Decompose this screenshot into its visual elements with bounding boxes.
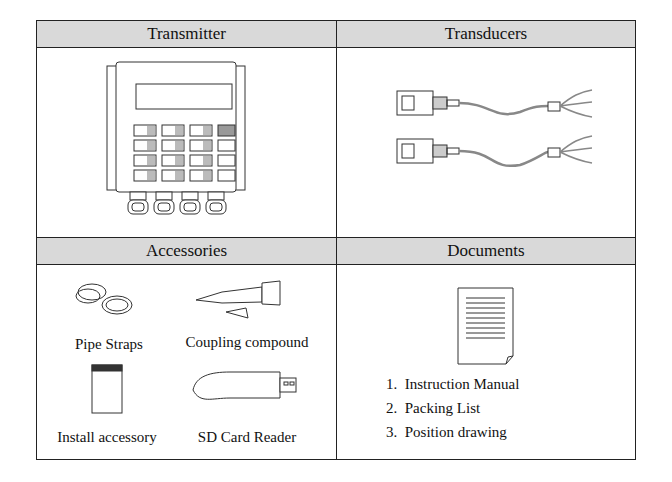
item-caption: Install accessory [57, 429, 157, 446]
document-list-item: 1. Instruction Manual [386, 376, 519, 393]
transducer-drawing [397, 90, 592, 166]
document-list-item: 2. Packing List [386, 400, 480, 417]
cell-heading: Accessories [37, 238, 336, 265]
item-caption: SD Card Reader [198, 429, 296, 446]
cell-heading: Documents [337, 238, 635, 265]
item-caption: Pipe Straps [75, 336, 143, 353]
document-drawing [458, 288, 513, 364]
cell-heading: Transducers [337, 21, 635, 48]
table-cell: Transducers [336, 20, 636, 238]
transmitter-drawing [107, 62, 245, 214]
item-caption: Coupling compound [186, 334, 309, 351]
cell-heading: Transmitter [37, 21, 336, 48]
table-cell: Transmitter [36, 20, 337, 238]
document-list-item: 3. Position drawing [386, 424, 507, 441]
